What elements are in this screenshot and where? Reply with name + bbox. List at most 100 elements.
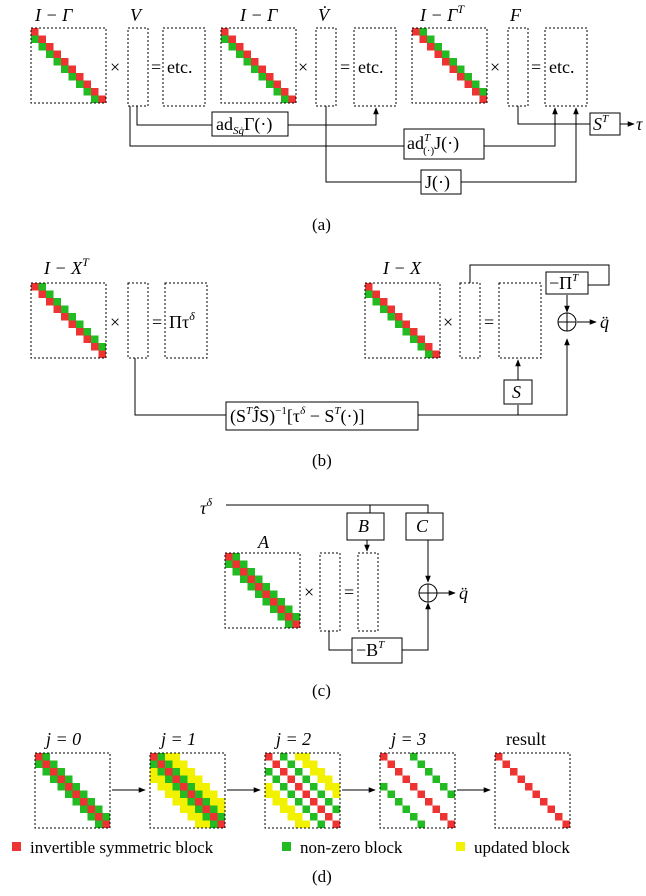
matrix-cell <box>150 768 158 776</box>
matrix-cell <box>95 805 103 813</box>
matrix-cell <box>172 753 180 761</box>
matrix-cell <box>325 813 333 821</box>
matrix-cell <box>202 783 210 791</box>
matrix-cell <box>280 783 288 791</box>
matrix-cell <box>236 50 244 58</box>
matrix-cell <box>419 28 427 36</box>
legend-swatch-red <box>12 842 21 851</box>
matrix-cell <box>472 88 480 96</box>
panel-c-b-label: B <box>358 516 369 536</box>
matrix-cell <box>228 43 236 51</box>
matrix-cell <box>440 783 448 791</box>
panel-a-vector1 <box>127 27 149 107</box>
legend-swatch-green <box>282 842 291 851</box>
matrix-frame <box>149 752 226 829</box>
panel-a-equals-3: = <box>531 57 541 77</box>
panel-a-op-J-box <box>420 169 462 195</box>
matrix-cell <box>38 35 46 43</box>
matrix-cell <box>42 753 50 761</box>
matrix-cell <box>287 805 295 813</box>
matrix-cell <box>53 50 61 58</box>
legend-swatch-yellow <box>456 842 465 851</box>
matrix-cell <box>53 305 61 313</box>
matrix-cell <box>157 753 165 761</box>
matrix-frame <box>34 752 111 829</box>
panel-a-matrix3-label: I − ΓT <box>419 2 465 25</box>
matrix-cell <box>273 80 281 88</box>
panel-b: I − XT I − X × × = = Πτδ −ΠT q̈ S (STĴS)… <box>30 255 610 470</box>
matrix-cell <box>180 760 188 768</box>
panel-a-matrix3 <box>411 27 488 104</box>
matrix-cell <box>447 790 455 798</box>
matrix-cell <box>425 768 433 776</box>
panel-c-vector <box>319 552 341 632</box>
panel-d-matrix-2 <box>264 752 341 829</box>
matrix-cell <box>287 790 295 798</box>
matrix-cell <box>387 305 395 313</box>
panel-d-caption: (d) <box>312 867 332 886</box>
matrix-cell <box>317 790 325 798</box>
matrix-cell <box>410 328 418 336</box>
matrix-cell <box>380 298 388 306</box>
matrix-cell <box>457 73 465 81</box>
matrix-cell <box>449 58 457 66</box>
matrix-cell <box>410 335 418 343</box>
matrix-frame <box>364 282 441 359</box>
matrix-cell <box>38 43 46 51</box>
matrix-cell <box>310 768 318 776</box>
matrix-cell <box>417 790 425 798</box>
panel-b-caption: (b) <box>312 451 332 470</box>
matrix-cell <box>479 88 487 96</box>
panel-d-step-label-result: result <box>506 729 546 749</box>
matrix-cell <box>285 613 293 621</box>
matrix-cell <box>295 813 303 821</box>
matrix-cell <box>332 790 340 798</box>
matrix-cell <box>83 80 91 88</box>
matrix-cell <box>46 290 54 298</box>
panel-b-times-1: × <box>110 312 120 332</box>
panel-a-wire-adT <box>129 106 558 147</box>
matrix-cell <box>434 43 442 51</box>
panel-a-equals-1: = <box>151 57 161 77</box>
matrix-cell <box>202 820 210 828</box>
matrix-cell <box>180 805 188 813</box>
matrix-cell <box>285 620 293 628</box>
panel-b-result2 <box>498 282 542 359</box>
matrix-cell <box>395 320 403 328</box>
matrix-cell <box>232 560 240 568</box>
panel-a-result3 <box>544 27 588 107</box>
matrix-cell <box>425 343 433 351</box>
matrix-cell <box>232 568 240 576</box>
matrix-cell <box>46 43 54 51</box>
panel-a-result2-label: etc. <box>358 57 383 77</box>
matrix-cell <box>272 798 280 806</box>
matrix-cell <box>38 290 46 298</box>
matrix-cell <box>157 783 165 791</box>
matrix-cell <box>295 768 303 776</box>
matrix-cell <box>53 298 61 306</box>
legend-label-updated: updated block <box>474 838 570 857</box>
matrix-cell <box>365 290 373 298</box>
panel-a-wire-F <box>517 106 590 125</box>
panel-a-vector3 <box>507 27 529 107</box>
matrix-cell <box>165 768 173 776</box>
matrix-cell <box>281 95 289 103</box>
matrix-cell <box>83 88 91 96</box>
matrix-cell <box>80 798 88 806</box>
matrix-cell <box>255 575 263 583</box>
matrix-cell <box>332 820 340 828</box>
panel-b-matrix1 <box>30 282 107 359</box>
matrix-cell <box>372 298 380 306</box>
matrix-cell <box>419 35 427 43</box>
matrix-cell <box>157 768 165 776</box>
matrix-cell <box>502 760 510 768</box>
matrix-cell <box>57 768 65 776</box>
matrix-cell <box>187 805 195 813</box>
matrix-cell <box>225 553 233 561</box>
matrix-cell <box>442 50 450 58</box>
matrix-cell <box>280 753 288 761</box>
panel-d-step-label-1: j = 1 <box>159 729 196 749</box>
matrix-cell <box>272 775 280 783</box>
panel-d: j = 0 j = 1 j = 2 j = 3 result invertibl… <box>12 729 571 886</box>
matrix-cell <box>432 350 440 358</box>
